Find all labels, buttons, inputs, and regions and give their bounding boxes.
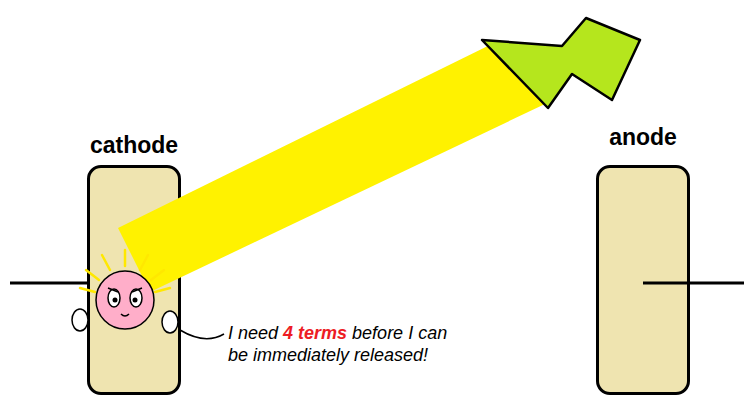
leader-line bbox=[180, 330, 224, 339]
electron-arm bbox=[162, 311, 178, 333]
electron-eye bbox=[108, 289, 120, 307]
flashlight bbox=[482, 18, 640, 108]
ray bbox=[80, 288, 95, 292]
ray bbox=[124, 250, 127, 266]
wire bbox=[643, 282, 744, 285]
ray bbox=[151, 270, 164, 280]
electron-body bbox=[96, 271, 154, 329]
electron-arm bbox=[72, 309, 88, 331]
light-beam bbox=[118, 40, 545, 292]
cathode-electrode: cathode bbox=[87, 165, 181, 395]
ray bbox=[86, 270, 99, 280]
anode-electrode: anode bbox=[596, 165, 690, 395]
electron-brows bbox=[108, 288, 142, 292]
ray bbox=[155, 288, 170, 292]
electron-pupil bbox=[133, 298, 138, 303]
ray bbox=[140, 255, 148, 270]
emphasis-text: 4 terms bbox=[283, 323, 347, 343]
callout-text: I need4 termsbefore I can be immediately… bbox=[228, 322, 452, 366]
electron-eye bbox=[130, 289, 142, 307]
ray bbox=[102, 255, 110, 270]
electrode-label: anode bbox=[609, 124, 677, 151]
electron-pupil bbox=[113, 298, 118, 303]
electron-rays bbox=[80, 250, 170, 292]
wire bbox=[10, 282, 87, 285]
electron-mouth bbox=[121, 314, 129, 316]
note-text: I need bbox=[228, 323, 278, 343]
electrode-label: cathode bbox=[90, 132, 178, 159]
